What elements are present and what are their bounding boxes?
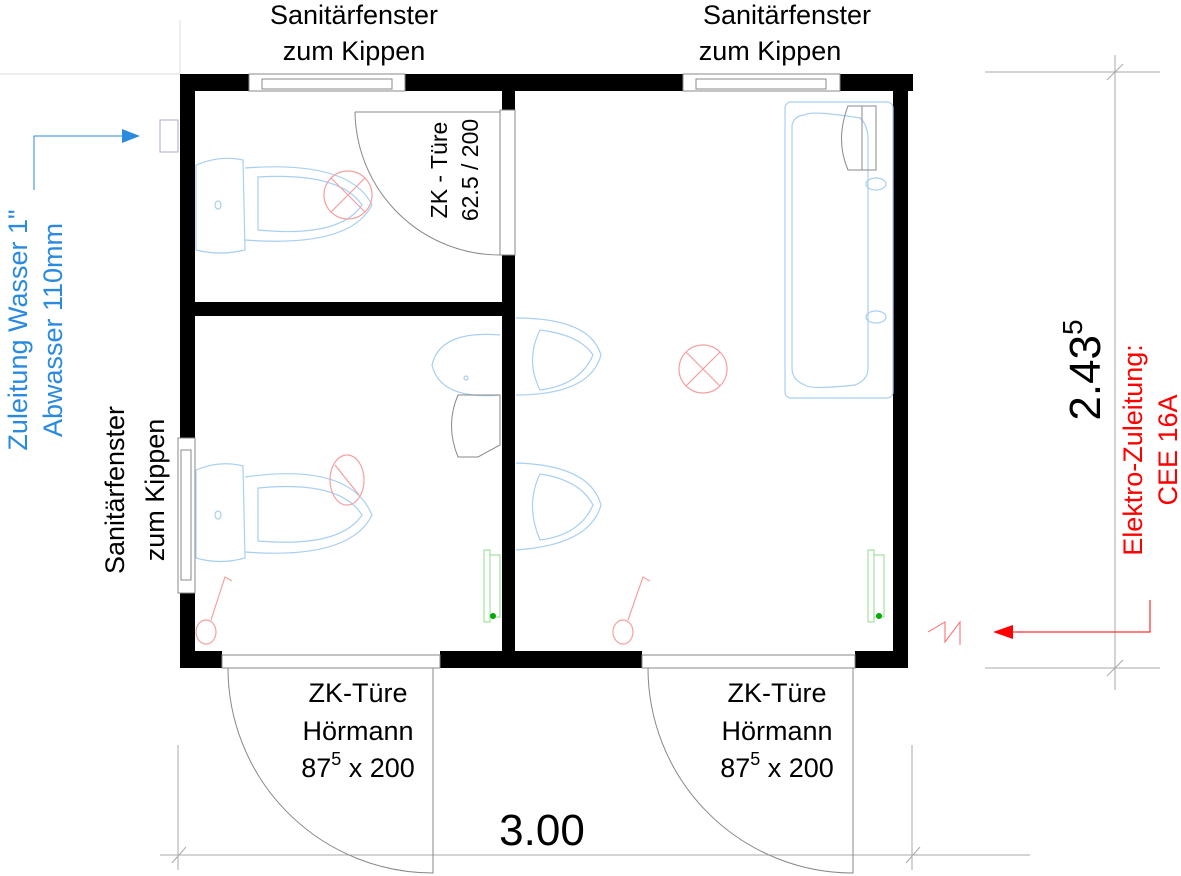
electric-inlet bbox=[927, 600, 1151, 645]
dimension-lines bbox=[0, 20, 1160, 870]
svg-text:2.435: 2.435 bbox=[1057, 319, 1110, 420]
toilet-top bbox=[195, 157, 373, 254]
label-line: Hörmann bbox=[721, 716, 832, 746]
arrow-icon bbox=[122, 129, 140, 143]
depth-value: 2.43 bbox=[1061, 335, 1110, 421]
heater-switch-right bbox=[876, 613, 882, 619]
label-line: zum Kippen bbox=[283, 36, 426, 66]
urinal-top bbox=[515, 317, 602, 396]
label-electric: Elektro-Zuleitung: CEE 16A bbox=[1118, 344, 1181, 556]
label-line: Elektro-Zuleitung: bbox=[1118, 344, 1148, 556]
label-line: Abwasser 110mm bbox=[38, 223, 68, 437]
heaters bbox=[483, 549, 885, 623]
label-line: Sanitärfenster bbox=[100, 406, 130, 574]
entrance-door-right bbox=[641, 654, 856, 874]
label-line: 62.5 / 200 bbox=[457, 119, 483, 221]
door-width: 87 bbox=[720, 753, 750, 783]
label-door-left: ZK-Türe Hörmann 875 x 200 bbox=[301, 678, 415, 783]
entrance-door-left bbox=[221, 654, 441, 874]
label-line: ZK-Türe bbox=[308, 678, 407, 708]
label-line: Hörmann bbox=[302, 716, 413, 746]
svg-text:875 x 200: 875 x 200 bbox=[301, 749, 415, 783]
label-line: CEE 16A bbox=[1153, 394, 1181, 505]
door-width: 87 bbox=[301, 753, 331, 783]
label-window-left: Sanitärfenster zum Kippen bbox=[100, 406, 170, 574]
mirror-cabinet-right bbox=[841, 105, 877, 171]
label-line: Sanitärfenster bbox=[703, 0, 871, 30]
label-water: Zuleitung Wasser 1" Abwasser 110mm bbox=[3, 209, 68, 450]
urinal-bottom bbox=[515, 462, 602, 551]
lightning-icon bbox=[927, 620, 961, 645]
label-line: zum Kippen bbox=[699, 36, 842, 66]
heater-switch-left bbox=[490, 613, 496, 619]
label-inner-door: ZK - Türe 62.5 / 200 bbox=[426, 119, 483, 221]
dimension-width: 3.00 bbox=[499, 806, 585, 855]
label-line: ZK-Türe bbox=[727, 678, 826, 708]
svg-text:875 x 200: 875 x 200 bbox=[720, 749, 834, 783]
door-height: x 200 bbox=[341, 753, 415, 783]
floor-drains bbox=[195, 170, 728, 645]
label-line: ZK - Türe bbox=[426, 122, 452, 219]
label-line: zum Kippen bbox=[140, 419, 170, 562]
door-width-sup: 5 bbox=[331, 749, 341, 769]
dimension-depth: 2.435 bbox=[1057, 319, 1110, 420]
door-height: x 200 bbox=[760, 753, 834, 783]
label-line: Zuleitung Wasser 1" bbox=[3, 209, 33, 450]
label-door-right: ZK-Türe Hörmann 875 x 200 bbox=[720, 678, 834, 783]
depth-superscript: 5 bbox=[1057, 319, 1088, 335]
walls bbox=[180, 74, 913, 668]
toilet-bottom bbox=[195, 463, 373, 563]
label-window-top-right: Sanitärfenster zum Kippen bbox=[699, 0, 871, 66]
sink-left bbox=[431, 333, 501, 397]
window-top-right bbox=[682, 73, 841, 92]
window-top-left bbox=[248, 73, 406, 92]
mirror-cabinet-left bbox=[451, 394, 501, 458]
arrow-icon bbox=[993, 625, 1013, 639]
window-left bbox=[177, 437, 196, 594]
label-window-top-left: Sanitärfenster zum Kippen bbox=[270, 0, 438, 66]
inner-door bbox=[354, 109, 516, 256]
door-width-sup: 5 bbox=[750, 749, 760, 769]
shower-tray bbox=[784, 101, 894, 399]
label-line: Sanitärfenster bbox=[270, 0, 438, 30]
water-inlet bbox=[33, 119, 179, 190]
